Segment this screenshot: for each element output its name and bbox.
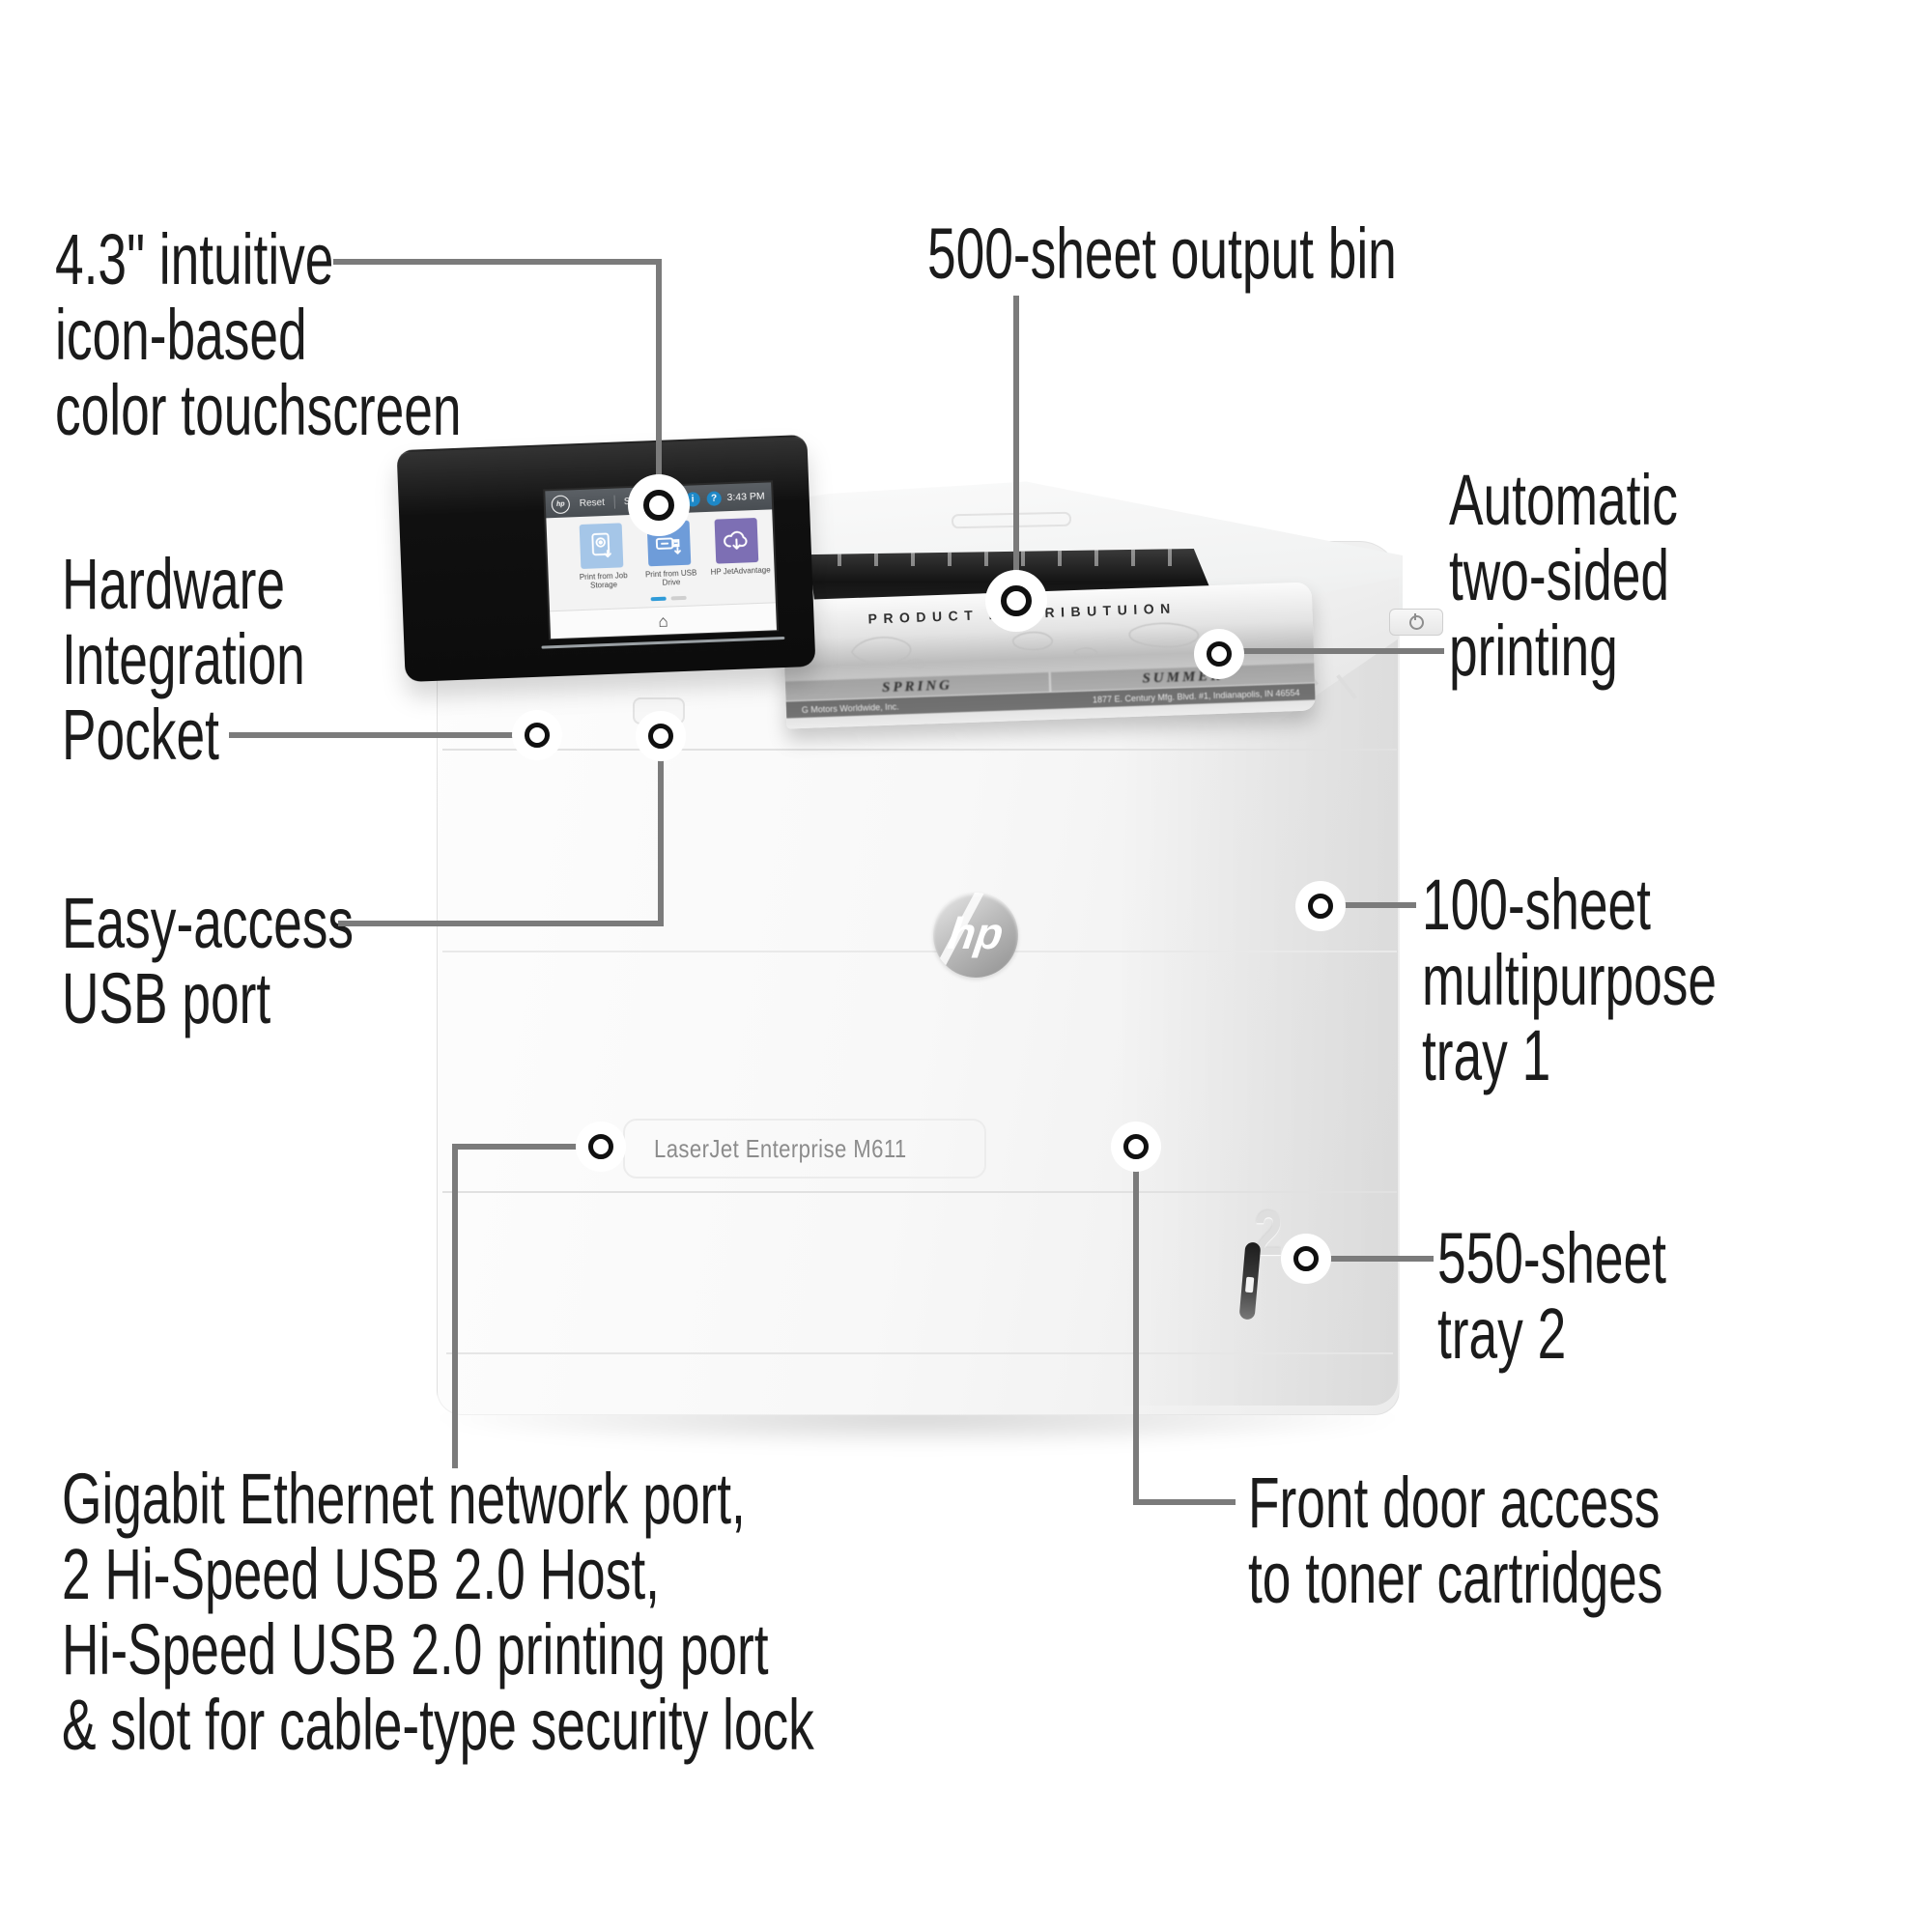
marker-rear-ports — [576, 1122, 626, 1172]
callout-line-front-door — [1133, 1499, 1236, 1505]
front-door-top-seam — [442, 951, 1397, 952]
tile-print-from-job-storage — [579, 523, 624, 570]
screen-home-content: Print from Job Storage Print from USB Dr… — [546, 509, 776, 611]
label-front-door: Front door access to toner cartridges — [1248, 1463, 1663, 1618]
output-bin-slats — [809, 549, 1214, 566]
front-top-seam — [442, 749, 1397, 751]
label-duplex: Automatic two-sided printing — [1449, 460, 1678, 691]
page-dot — [670, 595, 687, 601]
model-nameplate: LaserJet Enterprise M611 — [623, 1119, 986, 1179]
page-dot-active — [650, 596, 667, 602]
hp-logo-badge: hp — [933, 893, 1018, 978]
callout-line-touchscreen — [656, 259, 662, 489]
marker-hip — [512, 710, 562, 760]
power-button — [1389, 609, 1443, 636]
cloud-icon — [724, 530, 748, 550]
label-usb: Easy-access USB port — [62, 883, 355, 1038]
marker-tray2 — [1281, 1234, 1331, 1284]
tray-base-seam — [446, 1352, 1393, 1354]
callout-line-output-bin — [1013, 296, 1019, 576]
footer-left: G Motors Worldwide, Inc. — [801, 700, 899, 715]
label-tray2: 550-sheet tray 2 — [1437, 1218, 1666, 1374]
tile-label: HP JetAdvantage — [710, 565, 771, 577]
front-door-bottom-seam — [442, 1191, 1397, 1193]
job-storage-icon — [591, 532, 611, 558]
label-output-bin: 500-sheet output bin — [927, 213, 1397, 294]
tile-label: Print from USB Drive — [644, 568, 697, 587]
callout-line-rear-ports — [452, 1144, 458, 1468]
help-icon: ? — [706, 490, 722, 506]
power-icon — [1408, 612, 1424, 630]
touchscreen: hp Reset Sign In i ? 3:43 PM Print from — [543, 480, 779, 640]
home-icon: ⌂ — [658, 611, 669, 631]
callout-line-tray1 — [1341, 902, 1416, 908]
page-indicator — [650, 595, 687, 602]
statusbar-divider — [613, 495, 616, 509]
label-rear-ports: Gigabit Ethernet network port, 2 Hi-Spee… — [62, 1459, 814, 1765]
clock-text: 3:43 PM — [726, 490, 765, 504]
deck-slot — [951, 511, 1072, 529]
callout-line-front-door — [1133, 1167, 1139, 1505]
tile-print-from-usb-drive — [646, 520, 692, 567]
usb-drive-icon — [655, 537, 681, 554]
label-tray1: 100-sheet multipurpose tray 1 — [1422, 865, 1718, 1095]
marker-usb — [636, 711, 686, 761]
callout-line-rear-ports — [455, 1144, 581, 1150]
callout-line-usb — [338, 921, 662, 926]
tile-label: Print from Job Storage — [579, 571, 628, 590]
marker-output-bin — [985, 570, 1047, 632]
marker-front-door — [1111, 1122, 1161, 1172]
tile-hp-jetadvantage — [714, 517, 759, 564]
callout-line-hip — [229, 732, 514, 738]
callout-line-usb — [658, 756, 664, 926]
callout-line-tray2 — [1327, 1256, 1434, 1262]
callout-line-duplex — [1236, 648, 1444, 654]
model-label: LaserJet Enterprise M611 — [654, 1133, 907, 1163]
callout-line-touchscreen — [333, 259, 662, 265]
marker-touchscreen — [628, 474, 690, 536]
label-hip: Hardware Integration Pocket — [62, 544, 305, 775]
marker-duplex — [1194, 629, 1244, 679]
control-panel: hp Reset Sign In i ? 3:43 PM Print from — [396, 434, 816, 683]
hp-logo-screen-icon: hp — [551, 494, 571, 514]
label-touchscreen: 4.3" intuitive icon-based color touchscr… — [55, 219, 462, 450]
reset-button: Reset — [579, 497, 606, 509]
marker-tray1 — [1295, 881, 1346, 931]
